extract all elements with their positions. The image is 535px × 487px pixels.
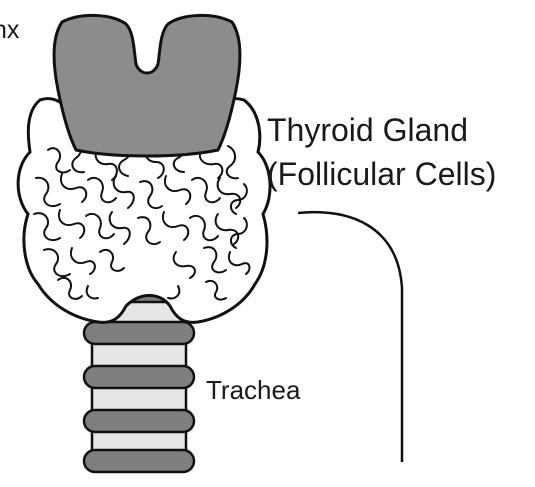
trachea-ring [84,410,194,432]
thyroid-label: Thyroid Gland (Follicular Cells) [267,108,496,196]
thyroid-label-line2: (Follicular Cells) [267,152,496,196]
trachea-ring [84,366,194,388]
trachea-label: Trachea [206,377,300,403]
thyroid-label-line1: Thyroid Gland [267,108,496,152]
trachea-ring [84,450,194,472]
thyroid-leader-line [298,212,402,462]
trachea-ring [84,322,194,344]
larynx-label: nx [0,18,19,43]
larynx-cartilage [54,15,240,156]
